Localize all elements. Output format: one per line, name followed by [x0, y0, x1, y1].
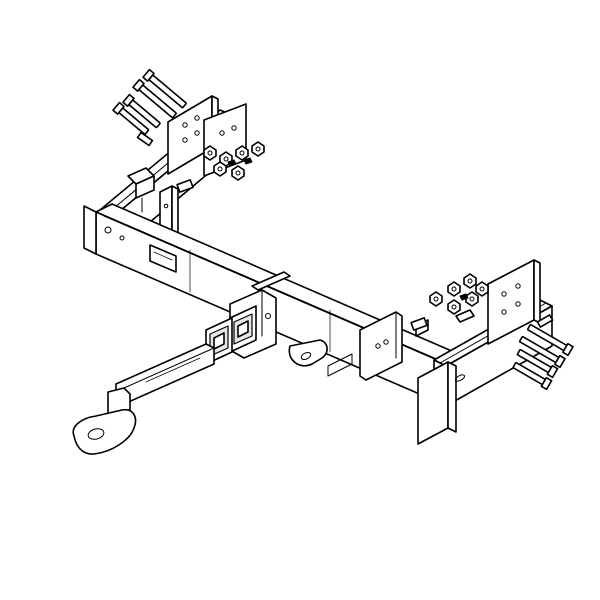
ball-mount-drawbar: [72, 317, 233, 455]
safety-chain-loop: [288, 339, 353, 377]
receiver-tube: [229, 271, 291, 359]
left-bolt-set: [112, 68, 187, 147]
right-nut-set: [410, 273, 489, 331]
right-bolt-set: [512, 314, 574, 391]
left-nut-set: [176, 141, 265, 193]
